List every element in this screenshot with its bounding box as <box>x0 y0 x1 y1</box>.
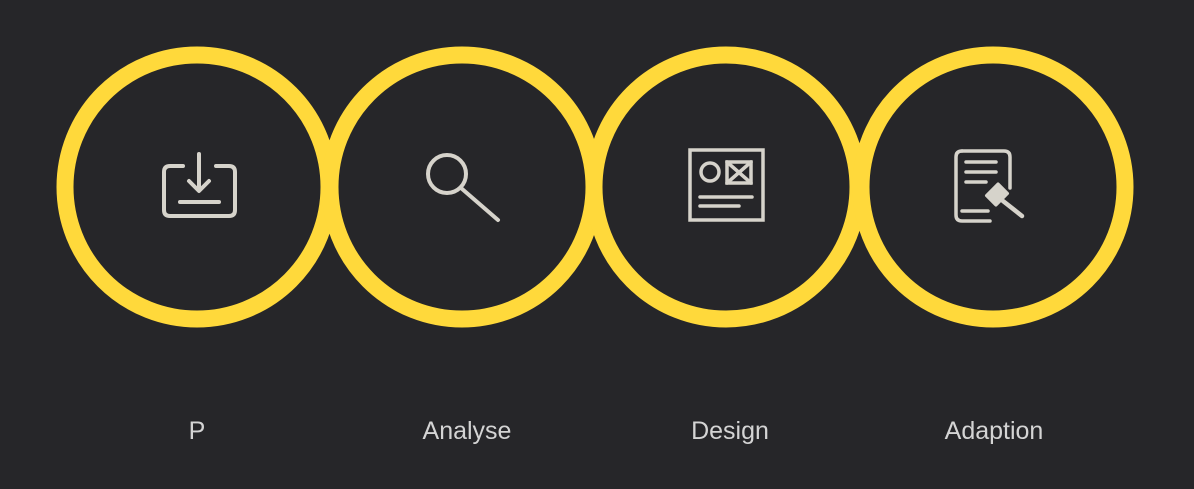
step-ring-3 <box>585 46 867 328</box>
step-label-4: Adaption <box>944 417 1044 445</box>
step-label-3: Design <box>691 417 769 445</box>
download-tray-icon <box>162 152 237 218</box>
magnifier-icon <box>426 153 500 222</box>
step-label-1: P <box>188 417 206 445</box>
step-label-2: Analyse <box>422 417 512 445</box>
document-gavel-icon <box>954 149 1025 223</box>
wireframe-layout-icon <box>688 148 765 222</box>
